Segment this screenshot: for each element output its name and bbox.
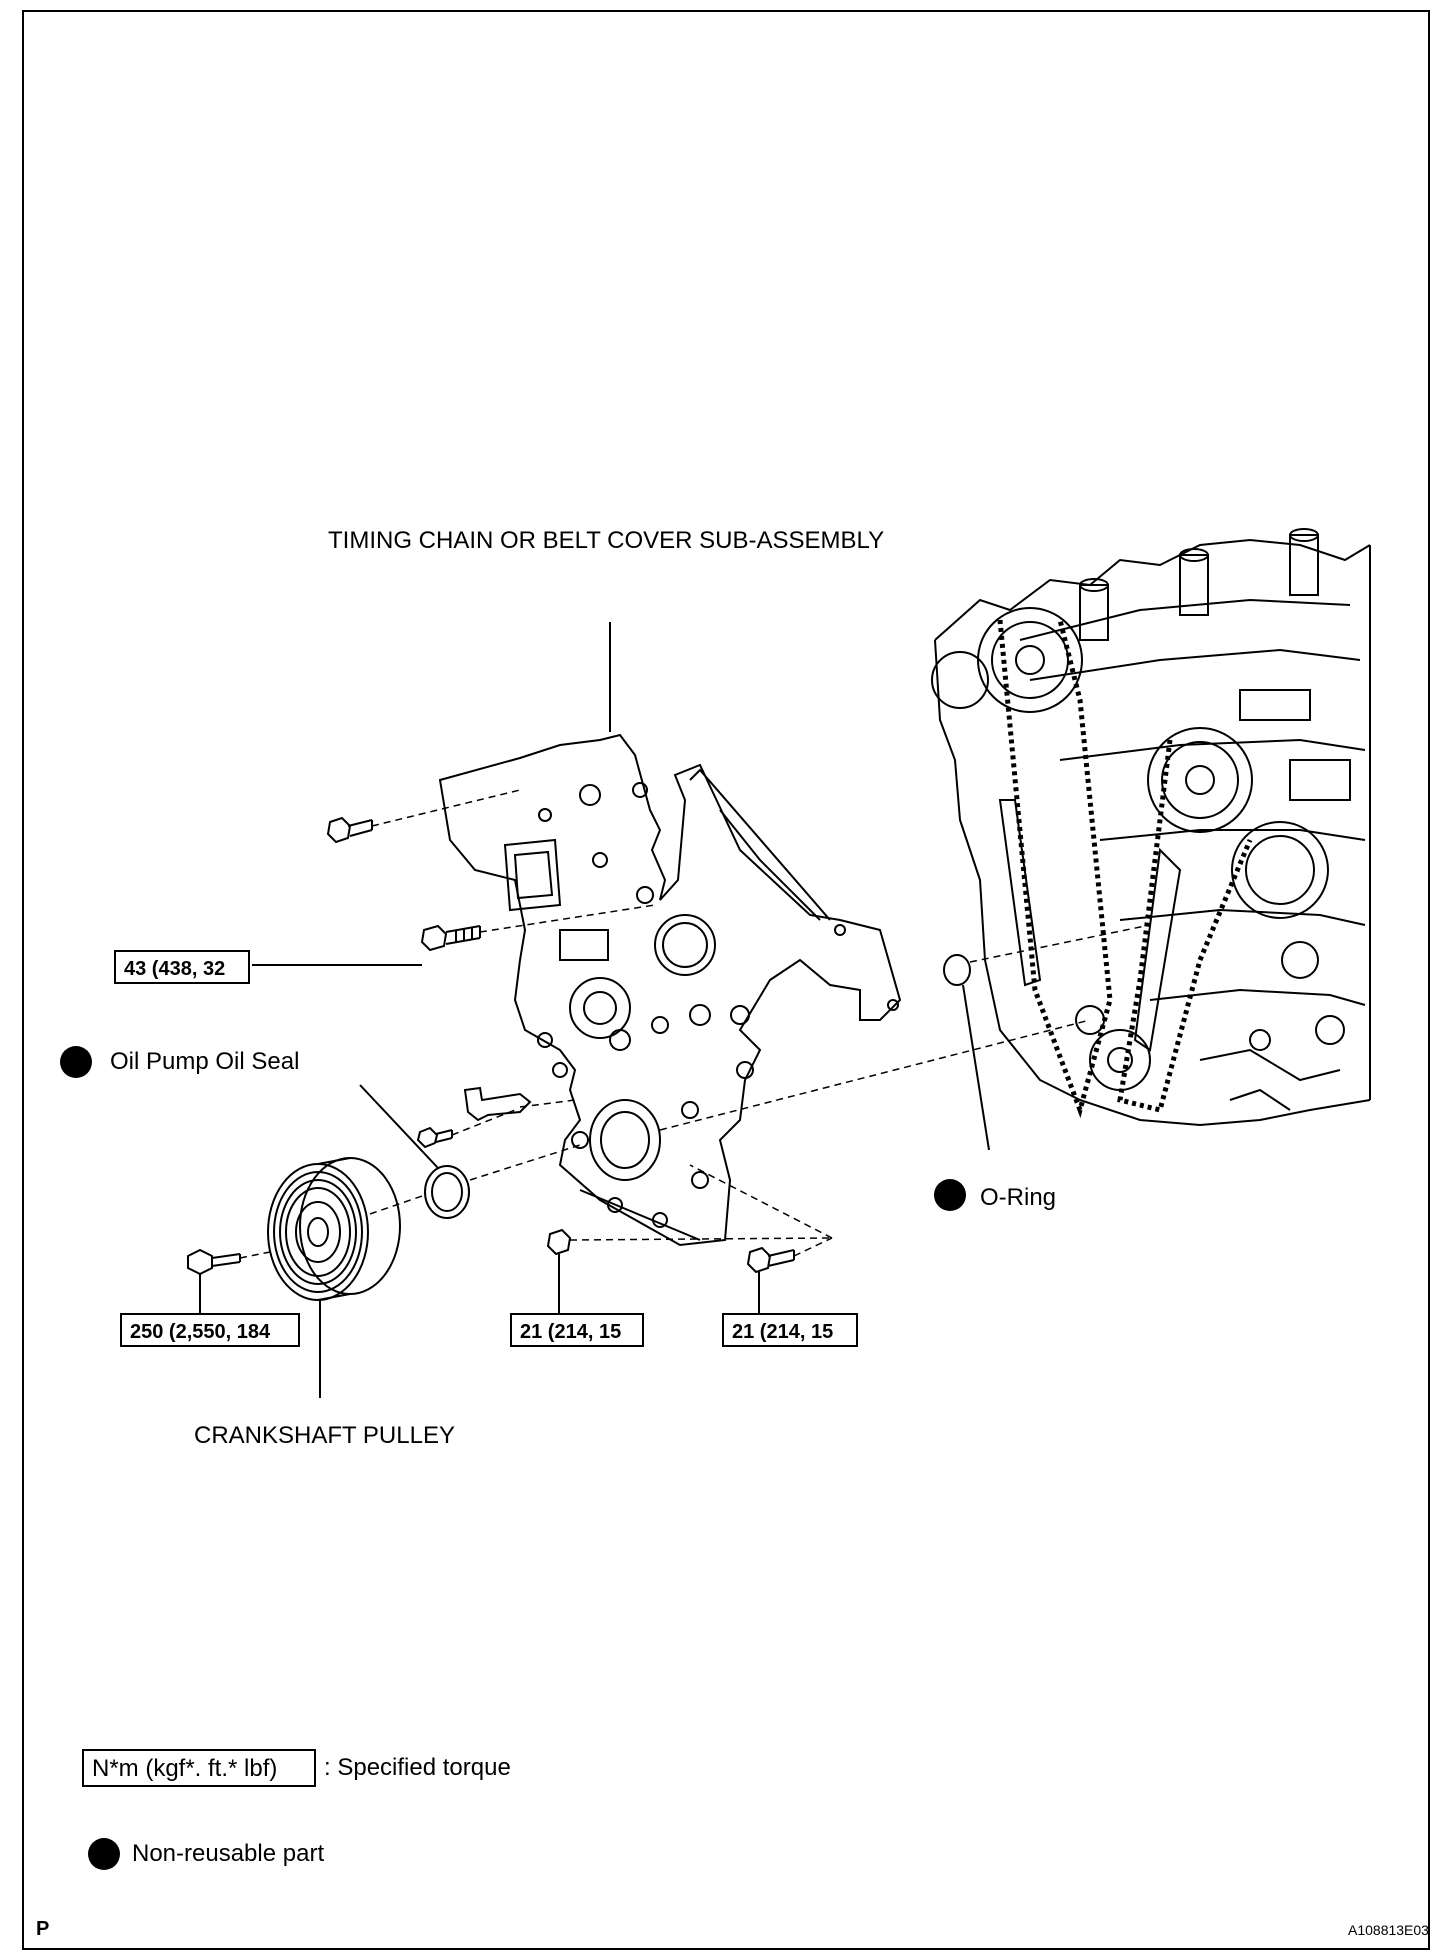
legend-torque-box: N*m (kgf*. ft.* lbf) [82,1749,316,1787]
non-reusable-dot-icon [88,1838,120,1870]
timing-cover-label: TIMING CHAIN OR BELT COVER SUB-ASSEMBLY [328,527,885,554]
bracket-bolt [416,1126,453,1149]
cover-upper-bolt [326,816,373,844]
engine-block [931,528,1371,1127]
torque-lower-nut: 21 (214, 15 [510,1313,644,1347]
oil-pump-oil-seal [424,1165,470,1219]
crankshaft-pulley-label: CRANKSHAFT PULLEY [194,1422,455,1449]
cover-bolt-43 [420,924,481,952]
crankshaft-pulley [267,1157,401,1301]
torque-pulley-bolt: 250 (2,550, 184 [120,1313,300,1347]
non-reusable-dot-icon [60,1046,92,1078]
figure-id: A108813E03 [1348,1922,1429,1938]
lower-nut [546,1228,572,1256]
torque-cover-bolt: 43 (438, 32 [114,950,250,984]
o-ring-label: O-Ring [980,1184,1057,1211]
oil-pump-oil-seal-label: Oil Pump Oil Seal [110,1048,300,1075]
legend-torque-desc: : Specified torque [324,1754,511,1781]
pulley-bolt [187,1248,241,1276]
page-mark: P [36,1918,50,1940]
diagram-frame [22,10,1430,1950]
non-reusable-dot-icon [934,1179,966,1211]
timing-cover [438,733,902,1247]
bracket-part [463,1086,532,1122]
torque-lower-bolt: 21 (214, 15 [722,1313,858,1347]
legend-nonreusable: Non-reusable part [132,1840,325,1867]
o-ring [943,954,971,986]
lower-bolt [746,1246,795,1274]
